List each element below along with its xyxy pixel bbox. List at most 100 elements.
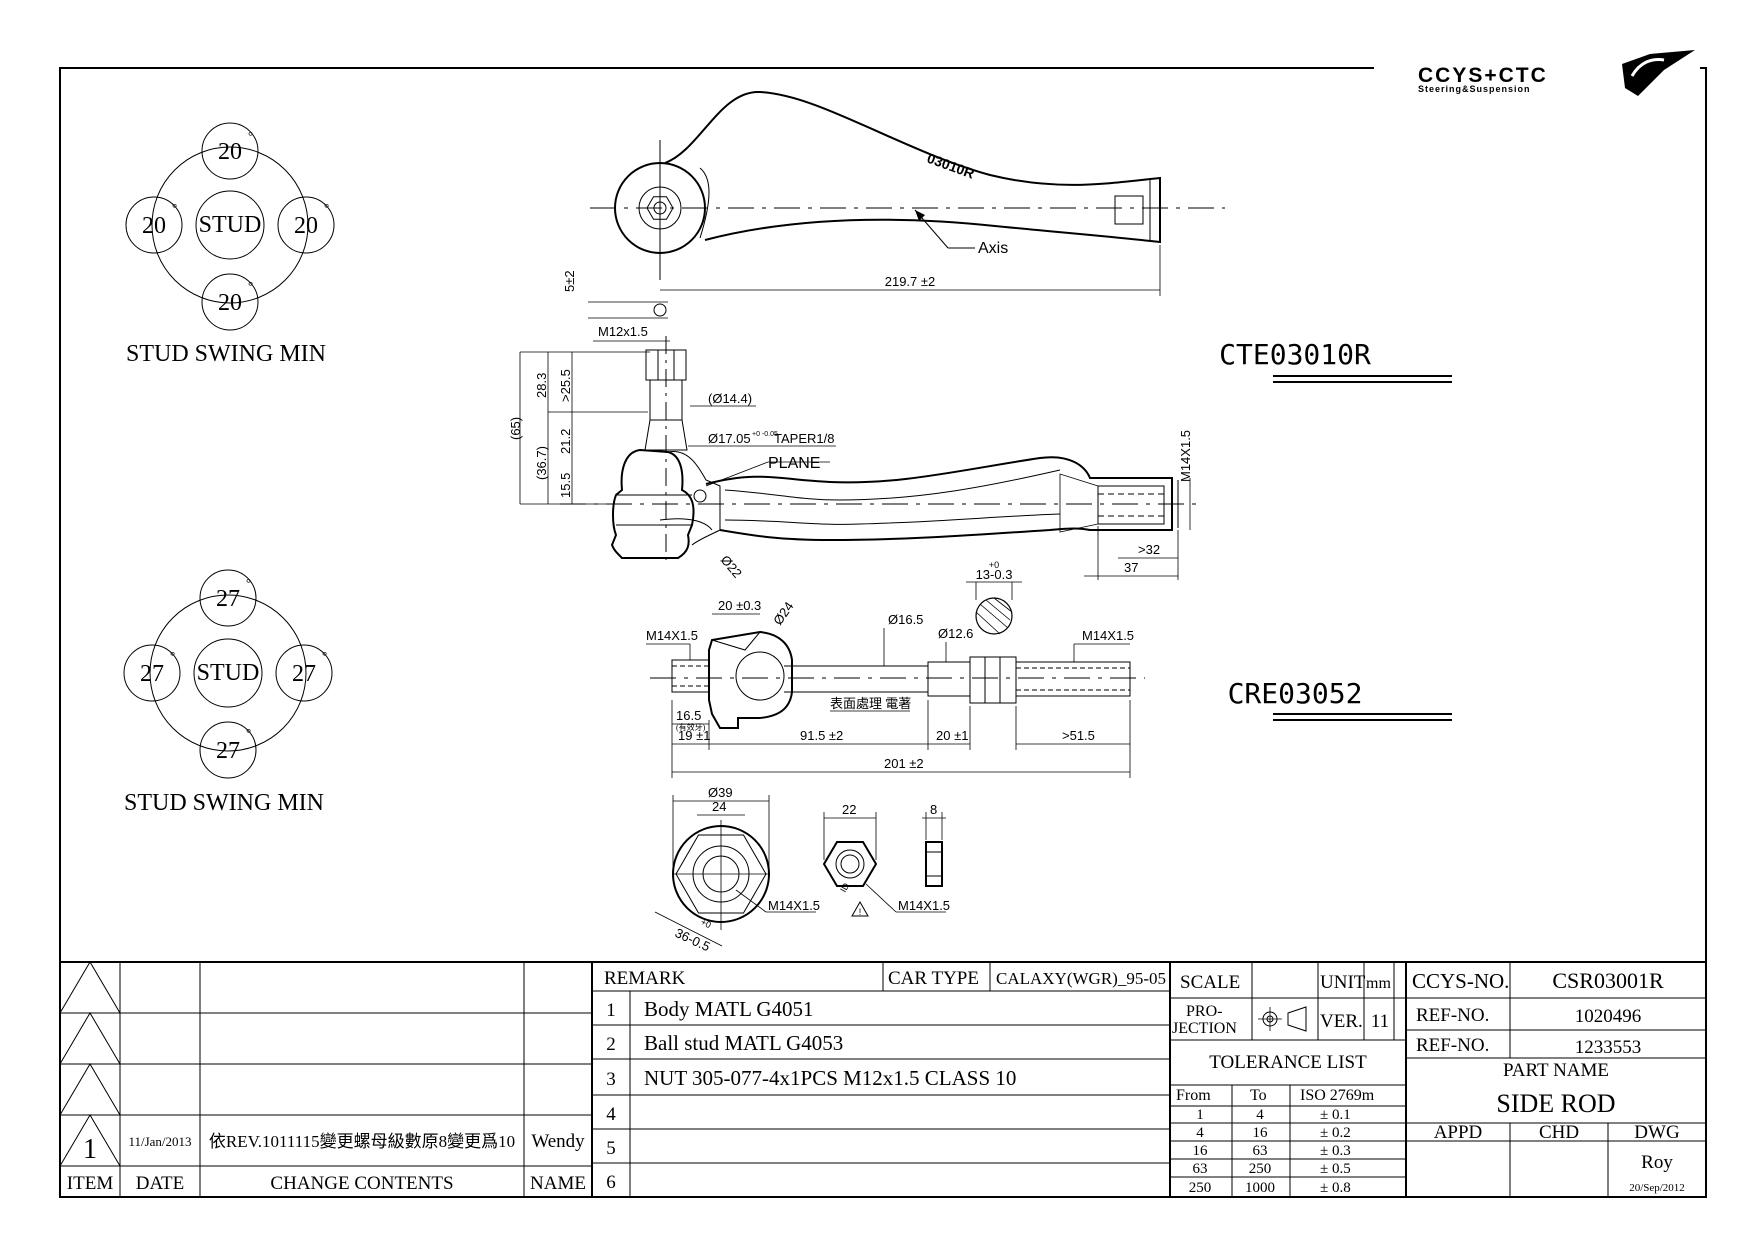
inner-ball-housing xyxy=(708,630,793,729)
sheet-border xyxy=(59,67,1707,1198)
revision-item: 1 xyxy=(83,1134,97,1165)
header-name: NAME xyxy=(530,1173,586,1194)
surface-treatment-note: 表面處理 電著 xyxy=(830,696,911,711)
unit-label: UNIT xyxy=(1320,972,1366,993)
dim-16-5-value: 16.5 xyxy=(676,708,701,723)
taper-note: TAPER1/8 xyxy=(774,431,834,446)
dia-39-label: Ø39 xyxy=(708,785,733,800)
hex-dim-value: 13-0.3 xyxy=(976,567,1013,582)
dim-21-2-value: 21.2 xyxy=(558,429,573,454)
stud-swing-diagram-bottom: 27 ° 27 ° STUD 27 ° 27 ° STUD SWING MIN xyxy=(123,569,333,816)
part-name-value: SIDE ROD xyxy=(1496,1089,1615,1118)
hex-section xyxy=(969,656,1017,704)
revision-change: 依REV.1011115變更螺母級數原8變更爲10 xyxy=(209,1132,515,1151)
tol-to: 1000 xyxy=(1245,1180,1275,1196)
remark-text: NUT 305-077-4x1PCS M12x1.5 CLASS 10 xyxy=(644,1066,1016,1090)
tol-to: 250 xyxy=(1249,1161,1272,1177)
degree-mark: ° xyxy=(246,725,251,740)
car-type-label: CAR TYPE xyxy=(888,968,979,989)
dia-14-4-label: (Ø14.4) xyxy=(708,391,752,406)
part-number-label: CRE03052 xyxy=(1228,677,1363,710)
degree-mark: ° xyxy=(248,128,253,143)
dim-20b-value: 20 ±1 xyxy=(936,728,968,743)
revision-name: Wendy xyxy=(531,1131,585,1152)
plane-label: PLANE xyxy=(768,455,820,472)
version-value: 11 xyxy=(1371,1011,1389,1032)
taper-dia-label: Ø17.05 xyxy=(708,431,751,446)
stud-thread-label: M12x1.5 xyxy=(598,324,648,339)
unit-value: mm xyxy=(1366,975,1391,992)
taper-tolerance: +0 -0.05 xyxy=(752,431,778,438)
swing-angle-bottom: 20 xyxy=(218,290,242,316)
arm-inner-line xyxy=(724,513,1061,525)
ref-number: 1233553 xyxy=(1575,1037,1642,1058)
header-change: CHANGE CONTENTS xyxy=(270,1173,453,1194)
ref-label: REF-NO. xyxy=(1416,1035,1489,1056)
part-name-label: PART NAME xyxy=(1503,1060,1609,1081)
car-type-value: CALAXY(WGR)_95-05 xyxy=(996,969,1166,988)
ccys-label: CCYS-NO. xyxy=(1412,969,1509,993)
swing-caption: STUD SWING MIN xyxy=(124,790,324,816)
logo-text: CCYS+CTC xyxy=(1418,64,1548,87)
nut-thread-label: M14X1.5 xyxy=(768,898,820,913)
dim-37-value: 37 xyxy=(1124,560,1138,575)
version-label: VER. xyxy=(1320,1011,1363,1032)
tol-value: ± 0.2 xyxy=(1320,1125,1351,1141)
dim-25-5-value: >25.5 xyxy=(558,369,573,402)
tolerance-title: TOLERANCE LIST xyxy=(1209,1052,1367,1073)
swing-circle-left xyxy=(123,644,181,702)
dim-91-5-value: 91.5 ±2 xyxy=(800,728,843,743)
revision-date: 11/Jan/2013 xyxy=(128,1134,191,1149)
offset-value: 5±2 xyxy=(562,270,577,292)
revision-triangle xyxy=(59,1114,121,1167)
swing-circle-bottom xyxy=(199,721,257,779)
dim-36-label: 36-0.5 xyxy=(673,925,713,954)
ref-label: REF-NO. xyxy=(1416,1005,1489,1026)
title-block: CCYS-NO. CSR03001R REF-NO. 1020496 REF-N… xyxy=(1412,968,1685,1194)
tol-value: ± 0.3 xyxy=(1320,1143,1351,1159)
remark-table: REMARK CAR TYPE CALAXY(WGR)_95-05 1 Body… xyxy=(604,968,1166,1193)
left-thread-end xyxy=(671,659,710,693)
revision-triangle xyxy=(59,1012,121,1065)
remark-no: 1 xyxy=(606,1000,616,1021)
tie-rod-end-side-view: M12x1.5 (Ø14.4) Ø17.05 +0 -0.05 TAPER1/8… xyxy=(508,324,1200,581)
logo-emblem xyxy=(1622,50,1695,96)
ball-outline xyxy=(659,518,713,531)
arm-inner-line xyxy=(724,469,1061,501)
effective-thread-note: (有效牙) xyxy=(676,722,706,732)
swing-angle-top: 27 xyxy=(216,586,240,612)
swing-angle-top: 20 xyxy=(218,139,242,165)
swing-circle-bottom xyxy=(201,273,259,331)
header-date: DATE xyxy=(136,1173,185,1194)
tol-header-to: To xyxy=(1250,1087,1267,1104)
left-thread-label: M14X1.5 xyxy=(646,628,698,643)
overall-length-value: 219.7 ±2 xyxy=(885,274,936,289)
leader xyxy=(865,883,897,913)
ccys-number: CSR03001R xyxy=(1552,968,1664,993)
axis-label: Axis xyxy=(978,240,1008,257)
offset-center-mark xyxy=(653,303,667,317)
tol-value: ± 0.1 xyxy=(1320,1107,1351,1123)
tol-header-std: ISO 2769m xyxy=(1300,1087,1375,1104)
swing-angle-right: 20 xyxy=(294,213,318,239)
dia-16-5-label: Ø16.5 xyxy=(888,612,923,627)
swing-circle-right xyxy=(275,644,333,702)
tol-from: 250 xyxy=(1189,1180,1212,1196)
header-item: ITEM xyxy=(67,1173,114,1194)
projection-label: PRO- xyxy=(1186,1003,1222,1020)
leader-plane xyxy=(705,461,769,487)
dim-24-label: 24 xyxy=(712,799,726,814)
nut-thread-label: M14X1.5 xyxy=(898,898,950,913)
tol-value: ± 0.5 xyxy=(1320,1161,1351,1177)
swing-circle-top xyxy=(199,569,257,627)
warning-triangle-icon xyxy=(851,900,869,917)
dim-36 xyxy=(654,911,723,947)
swing-angle-left: 27 xyxy=(140,661,164,687)
tol-to: 63 xyxy=(1253,1143,1268,1159)
remark-no: 5 xyxy=(606,1138,616,1159)
drawing-date: 20/Sep/2012 xyxy=(1629,1182,1685,1194)
swing-stud-label: STUD xyxy=(199,212,262,238)
nuts-view: Ø39 24 M14X1.5 36-0.5 +0 22 ID ! M14X1.5… xyxy=(654,785,950,954)
stud-swing-diagram-top: 20 ° 20 ° STUD 20 ° 20 ° STUD SWING MIN xyxy=(125,122,335,367)
